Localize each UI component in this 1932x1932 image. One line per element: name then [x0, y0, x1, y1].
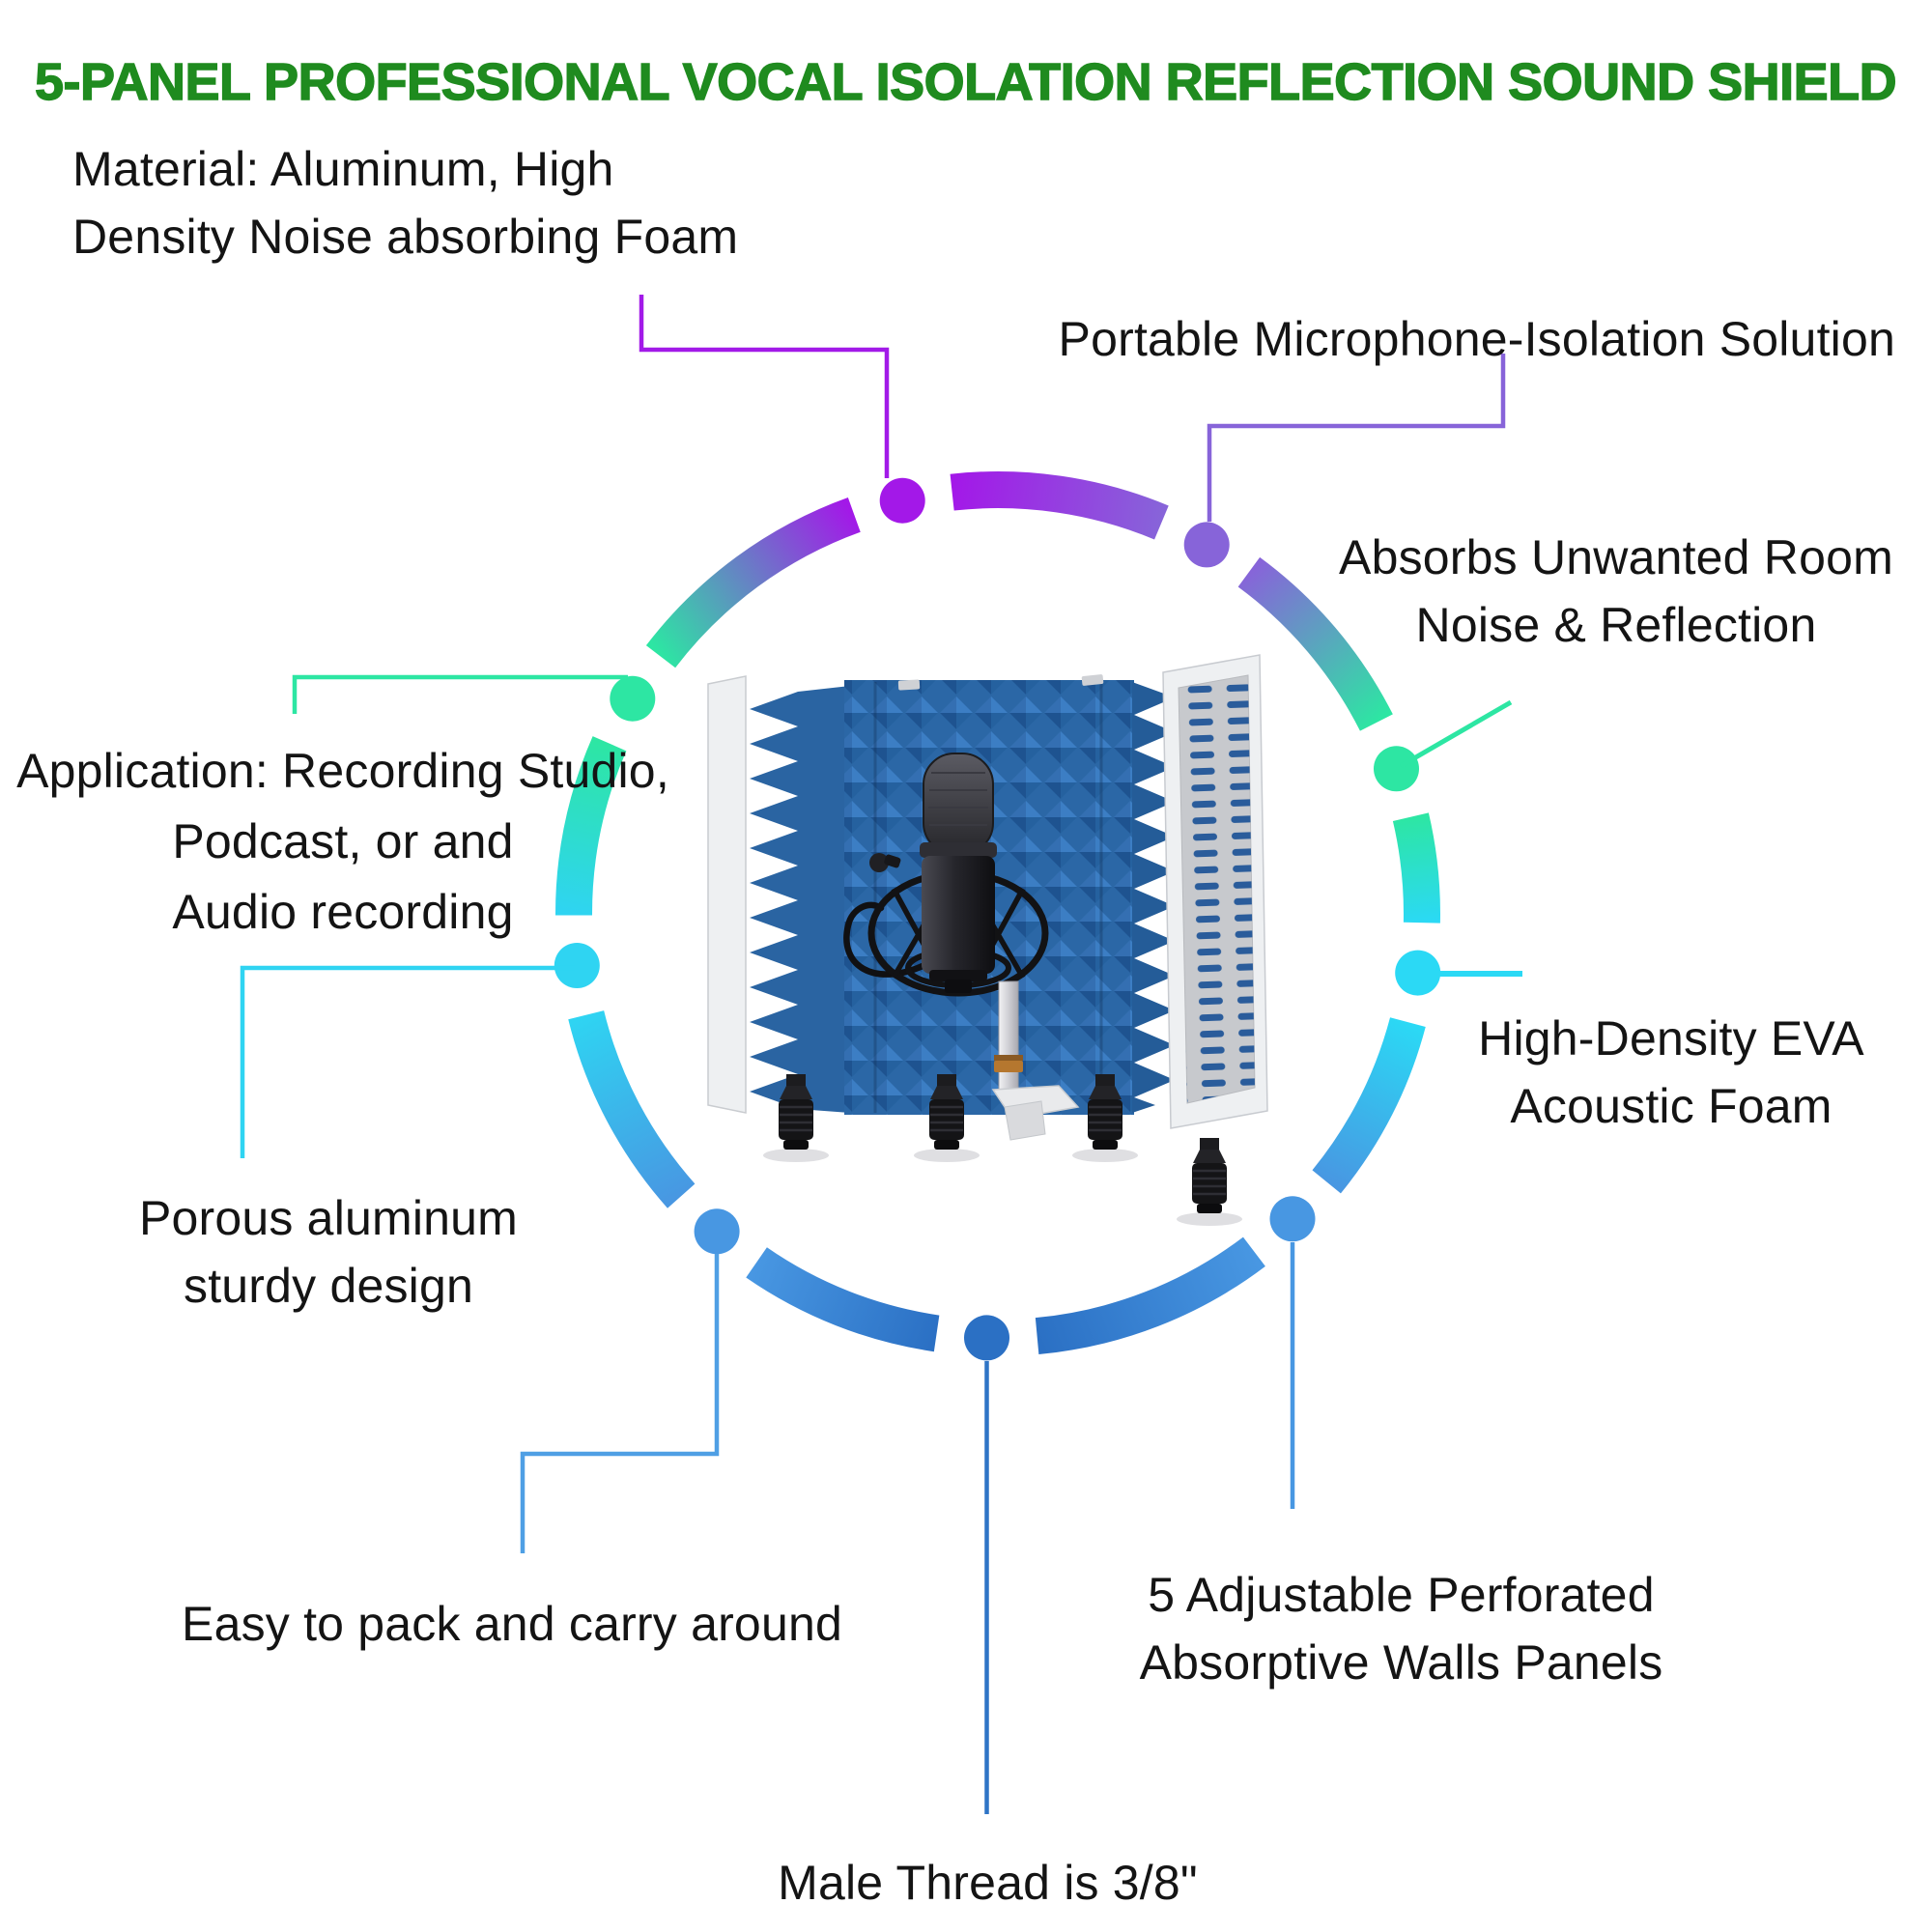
callout-line: High-Density EVA: [1478, 1011, 1864, 1065]
perforated-panel-slots: [1179, 675, 1255, 1103]
foam-panel-right-wing: [1132, 682, 1175, 1113]
page-title: 5-PANEL PROFESSIONAL VOCAL ISOLATION REF…: [34, 52, 1897, 111]
callout-adjustable: 5 Adjustable Perforated Absorptive Walls…: [1119, 1561, 1684, 1696]
ring-arc-5: [1035, 1236, 1265, 1355]
callout-line: Application: Recording Studio,: [16, 744, 669, 798]
connector-lines: [240, 295, 1522, 1814]
ring-arc-9: [645, 497, 861, 668]
shock-mount-knob: [869, 853, 889, 872]
shield-foot: [1190, 1136, 1229, 1215]
callout-portable: Portable Microphone-Isolation Solution: [929, 305, 1895, 373]
ring-dot-right-upper: [1374, 746, 1419, 792]
callout-line: 5 Adjustable Perforated: [1148, 1568, 1655, 1622]
mic-cable: [843, 901, 926, 978]
shock-mount-arm: [884, 854, 901, 868]
callout-line: Podcast, or and: [172, 814, 514, 868]
connector-easy-pack: [520, 1254, 720, 1553]
callout-line: Audio recording: [172, 885, 514, 939]
ring-dot-top-right: [1183, 522, 1230, 568]
foam-panel-left-wing: [750, 686, 850, 1113]
callout-line: Easy to pack and carry around: [182, 1597, 842, 1651]
connector-material: [639, 295, 890, 478]
ring-arc-8: [554, 736, 627, 916]
callout-line: Porous aluminum: [138, 1191, 519, 1245]
ring-arc-2: [1237, 556, 1393, 731]
ring-dots: [554, 477, 1441, 1361]
ring-dot-left: [554, 943, 600, 988]
callout-absorbs: Absorbs Unwanted Room Noise & Reflection: [1331, 524, 1901, 659]
callout-line: Absorptive Walls Panels: [1139, 1635, 1663, 1690]
microphone-icon: [920, 753, 997, 993]
callout-high-density: High-Density EVA Acoustic Foam: [1449, 1005, 1893, 1140]
ring-arc-1: [950, 471, 1169, 540]
left-panel-frame: [707, 675, 747, 1114]
callout-application: Application: Recording Studio, Podcast, …: [0, 736, 686, 948]
foam-panel-crease: [873, 682, 1103, 1113]
ring-dot-left-upper: [610, 675, 656, 722]
callout-line: Noise & Reflection: [1415, 598, 1817, 652]
callout-line: Density Noise absorbing Foam: [72, 210, 739, 264]
connector-portable: [1207, 354, 1506, 522]
ring-dot-right: [1395, 950, 1441, 996]
ring-arc-6: [746, 1247, 940, 1352]
ring-arc-3: [1392, 812, 1440, 923]
mic-stand: [991, 980, 1080, 1141]
ring-dot-bottom: [964, 1315, 1009, 1361]
connector-absorbs: [1399, 699, 1513, 769]
ring-dot-top: [879, 477, 925, 524]
isolation-shield-illustration: [707, 654, 1268, 1226]
callout-line: Material: Aluminum, High: [72, 142, 614, 196]
callout-line: Male Thread is 3/8": [778, 1856, 1198, 1910]
callout-line: Acoustic Foam: [1510, 1079, 1833, 1133]
segmented-ring: [554, 471, 1440, 1355]
connector-application: [292, 674, 628, 714]
ring-dot-bottom-left: [694, 1208, 740, 1255]
callout-line: sturdy design: [184, 1259, 473, 1313]
shadow: [763, 1149, 1242, 1226]
ring-arc-4: [1312, 1017, 1426, 1194]
ring-dot-bottom-right: [1269, 1196, 1316, 1242]
hinge-clip: [897, 679, 921, 691]
ring-arc-7: [568, 1010, 696, 1208]
callout-easy-pack: Easy to pack and carry around: [145, 1590, 879, 1658]
callout-porous: Porous aluminum sturdy design: [116, 1184, 541, 1320]
callout-male-thread: Male Thread is 3/8": [744, 1849, 1232, 1917]
callout-line: Portable Microphone-Isolation Solution: [1058, 312, 1895, 366]
connector-porous: [240, 965, 575, 1158]
callout-line: Absorbs Unwanted Room: [1339, 530, 1893, 584]
hinge-clip: [1081, 674, 1104, 686]
callout-material: Material: Aluminum, High Density Noise a…: [72, 135, 807, 270]
